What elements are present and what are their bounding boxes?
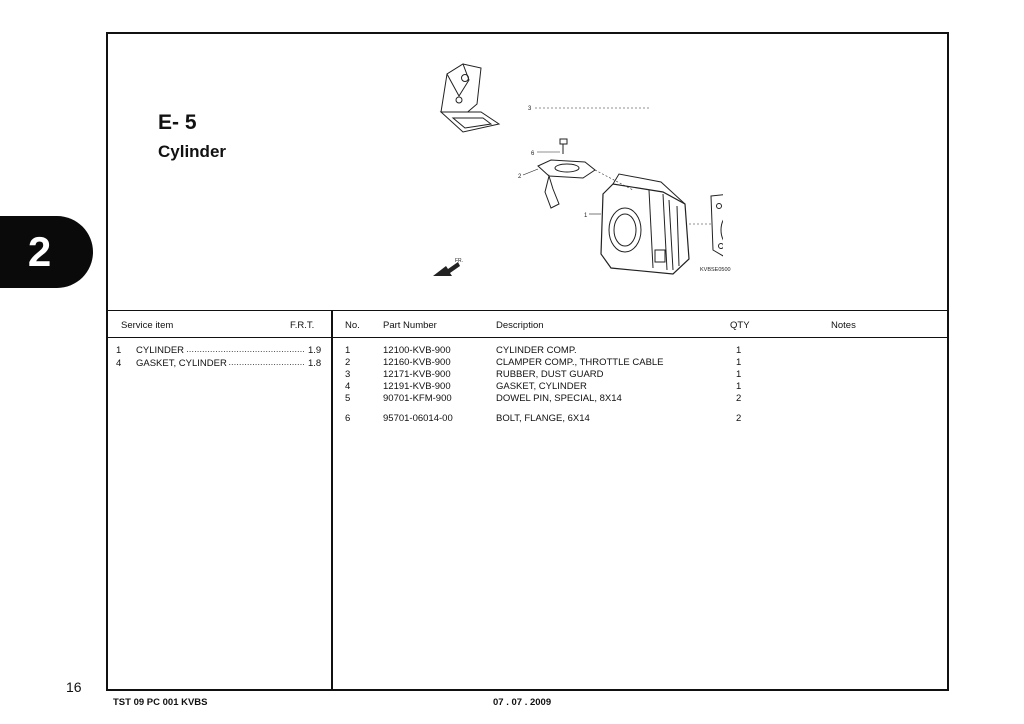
header-rule bbox=[108, 337, 947, 338]
page-number: 16 bbox=[66, 679, 82, 695]
part-row-number: 12191-KVB-900 bbox=[383, 381, 451, 392]
part-row-qty: 2 bbox=[736, 413, 742, 424]
throttle-cable-bracket bbox=[439, 63, 501, 133]
service-row-frt: 1.9 bbox=[306, 345, 322, 356]
no-header: No. bbox=[345, 320, 360, 331]
service-row-item: GASKET, CYLINDER bbox=[136, 358, 229, 369]
leader-dots: ........................................… bbox=[136, 344, 304, 355]
leader-lines bbox=[522, 107, 711, 225]
part-row-qty: 1 bbox=[736, 357, 742, 368]
part-row-number: 95701-06014-00 bbox=[383, 413, 453, 424]
part-row-description: CYLINDER COMP. bbox=[496, 345, 577, 356]
cylinder-gasket bbox=[710, 194, 723, 257]
footer-date: 07 . 07 . 2009 bbox=[493, 697, 552, 708]
exploded-parts-diagram: 3 6 2 1 3 5 4 FR. bbox=[433, 63, 723, 276]
column-divider bbox=[331, 310, 333, 689]
part-row-description: CLAMPER COMP., THROTTLE CABLE bbox=[496, 357, 664, 368]
flange-bolt bbox=[559, 138, 568, 154]
part-row-no: 5 bbox=[345, 393, 351, 404]
part-row-description: BOLT, FLANGE, 6X14 bbox=[496, 413, 590, 424]
service-row-frt: 1.8 bbox=[306, 358, 322, 369]
part-number-header: Part Number bbox=[383, 320, 437, 331]
callout-1: 1 bbox=[584, 213, 588, 219]
diagram-code: KVBSE0500 bbox=[700, 267, 731, 273]
qty-header: QTY bbox=[730, 320, 750, 331]
part-row-number: 90701-KFM-900 bbox=[383, 393, 452, 404]
service-row-no: 1 bbox=[116, 345, 122, 356]
callout-6: 6 bbox=[531, 151, 535, 157]
part-row-no: 1 bbox=[345, 345, 351, 356]
throttle-cable-clamper bbox=[537, 159, 596, 209]
service-row-no: 4 bbox=[116, 358, 122, 369]
front-label: FR. bbox=[455, 258, 463, 264]
callout-labels: 3 6 2 1 3 5 4 FR. bbox=[455, 106, 588, 264]
part-row-no: 3 bbox=[345, 369, 351, 380]
cylinder-comp bbox=[600, 173, 690, 275]
part-row-no: 4 bbox=[345, 381, 351, 392]
section-tab-number: 2 bbox=[27, 228, 52, 275]
part-row-description: GASKET, CYLINDER bbox=[496, 381, 587, 392]
part-row-number: 12100-KVB-900 bbox=[383, 345, 451, 356]
part-row-description: DOWEL PIN, SPECIAL, 8X14 bbox=[496, 393, 622, 404]
notes-header: Notes bbox=[831, 320, 856, 331]
parts-catalog-frame: E- 5 Cylinder bbox=[106, 32, 949, 691]
illustration-panel: E- 5 Cylinder bbox=[108, 34, 947, 311]
part-row-no: 6 bbox=[345, 413, 351, 424]
front-arrow-icon bbox=[433, 262, 460, 276]
section-title: Cylinder bbox=[158, 142, 227, 161]
part-row-qty: 1 bbox=[736, 345, 742, 356]
footer-document-code: TST 09 PC 001 KVBS bbox=[113, 697, 208, 708]
part-row-qty: 1 bbox=[736, 381, 742, 392]
callout-2: 2 bbox=[518, 174, 522, 180]
frt-header: F.R.T. bbox=[290, 320, 315, 331]
description-header: Description bbox=[496, 320, 544, 331]
part-row-number: 12171-KVB-900 bbox=[383, 369, 451, 380]
part-row-qty: 2 bbox=[736, 393, 742, 404]
service-row-item: CYLINDER bbox=[136, 345, 187, 356]
part-row-description: RUBBER, DUST GUARD bbox=[496, 369, 604, 380]
section-tab: 2 bbox=[0, 216, 93, 288]
part-row-qty: 1 bbox=[736, 369, 742, 380]
section-code: E- 5 bbox=[158, 111, 197, 134]
part-row-no: 2 bbox=[345, 357, 351, 368]
service-item-header: Service item bbox=[121, 320, 174, 331]
part-row-number: 12160-KVB-900 bbox=[383, 357, 451, 368]
callout-3: 3 bbox=[528, 106, 532, 112]
